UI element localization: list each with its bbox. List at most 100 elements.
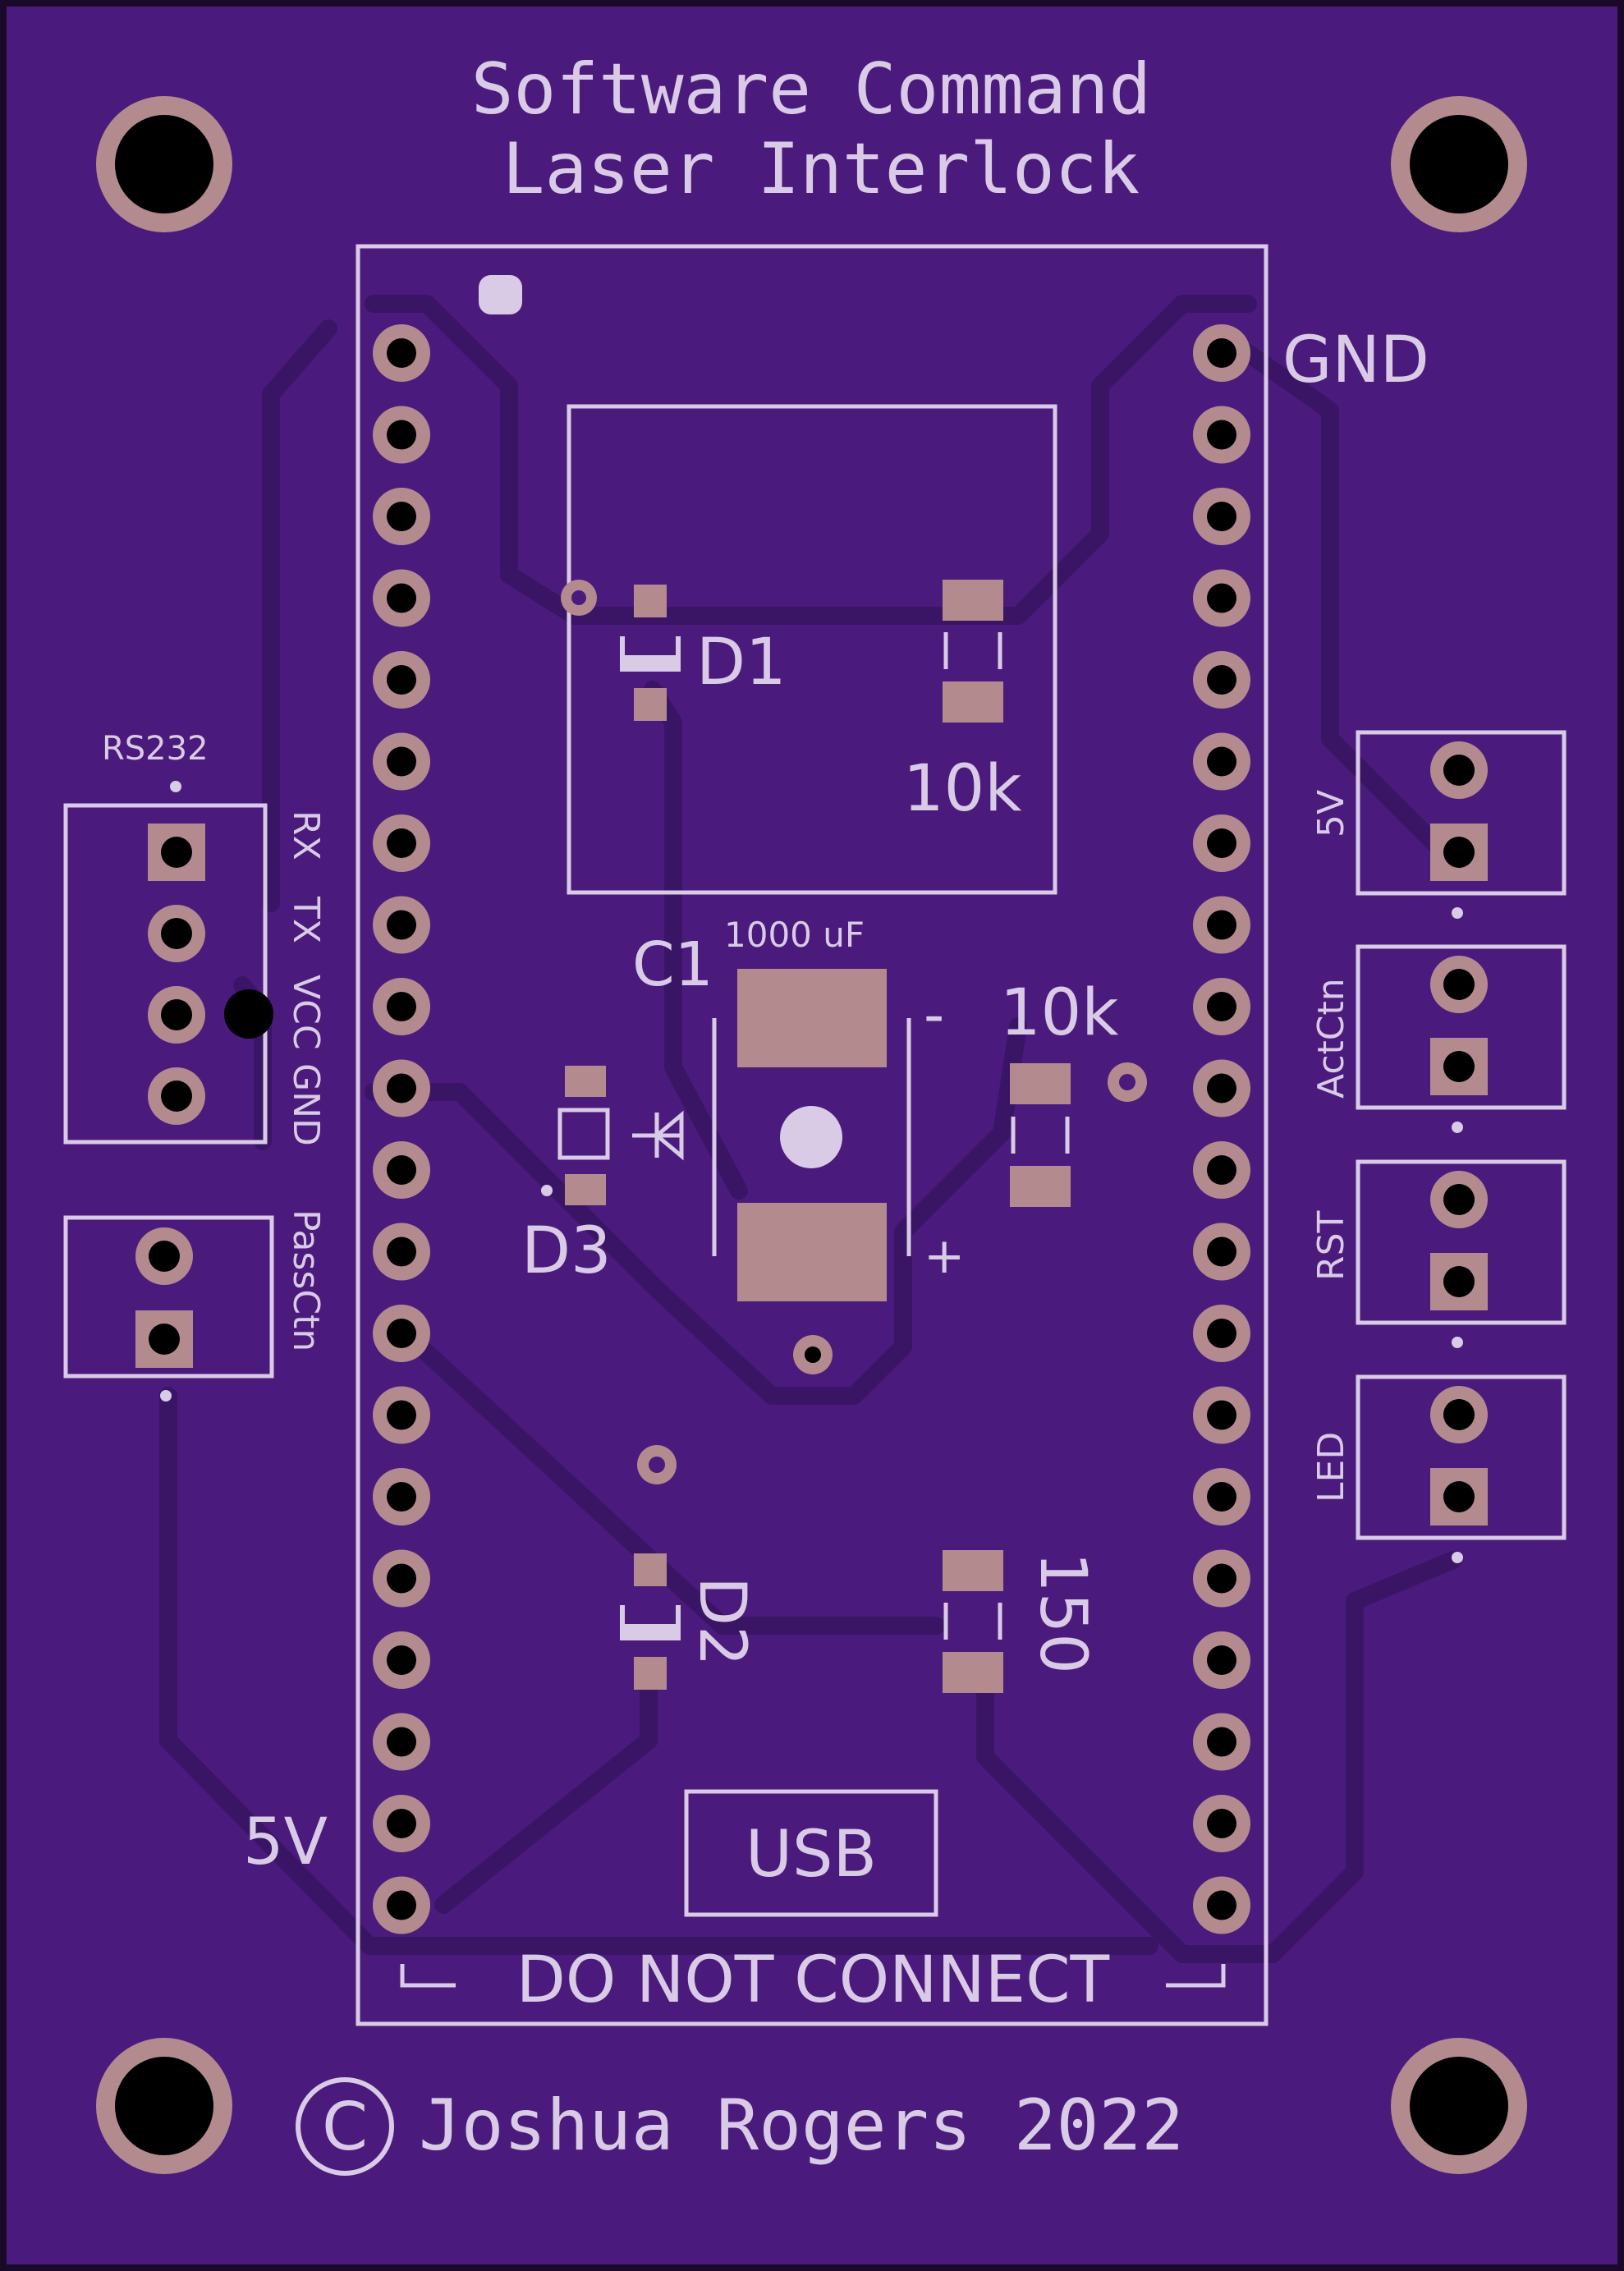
right-connector-rst [1356, 1159, 1567, 1348]
do-not-connect-label: DO NOT CONNECT [516, 1943, 1110, 2017]
right-connector-actctn [1356, 944, 1567, 1133]
header-pin-left-8 [373, 896, 430, 954]
header-pin-right-4 [1193, 569, 1250, 627]
header-pin-right-18 [1193, 1713, 1250, 1771]
d2-footprint [620, 1445, 681, 1690]
rs232-gnd-label: GND [285, 1063, 327, 1146]
right-header-pins [1193, 324, 1250, 1934]
r2-label: 10k [1000, 976, 1118, 1050]
rs232-rx-label: RX [285, 810, 327, 860]
right-connector-led [1356, 1374, 1567, 1563]
header-pin-right-16 [1193, 1549, 1250, 1608]
header-pin-left-16 [373, 1549, 430, 1608]
c1-footprint [712, 969, 911, 1374]
d3-label: D3 [521, 1214, 612, 1288]
header-pin-right-11 [1193, 1141, 1250, 1199]
right-connector-rst-label: RST [1310, 1210, 1352, 1281]
header-pin-right-14 [1193, 1386, 1250, 1444]
copyright-circle [296, 2077, 394, 2176]
five-v-label: 5V [243, 1805, 328, 1879]
r3-footprint [943, 1550, 1003, 1693]
header-pin-left-15 [373, 1468, 430, 1525]
usb-label: USB [745, 1818, 877, 1892]
header-pin-right-3 [1193, 488, 1250, 545]
header-pin-left-20 [373, 1876, 430, 1934]
rs232-vcc-label: VCC [285, 975, 327, 1050]
do-not-connect-bracket [400, 1964, 1226, 1988]
header-pin-right-6 [1193, 732, 1250, 791]
r2-footprint [1010, 1062, 1147, 1207]
header-pin-left-10 [373, 1059, 430, 1117]
rs232-tx-label: TX [285, 896, 327, 943]
rs232-pins [148, 824, 205, 1125]
header-pin-right-7 [1193, 814, 1250, 872]
header-pin-right-8 [1193, 896, 1250, 954]
gnd-label: GND [1282, 323, 1429, 397]
header-pin-right-9 [1193, 978, 1250, 1035]
header-pin-left-19 [373, 1795, 430, 1852]
header-pin-left-12 [373, 1223, 430, 1281]
header-pin-right-17 [1193, 1631, 1250, 1689]
mounting-hole-top-right [1391, 96, 1527, 232]
d1-label: D1 [696, 626, 787, 700]
c1-value-label: 1000 uF [724, 915, 865, 955]
header-pin-left-9 [373, 978, 430, 1035]
header-pin-left-2 [373, 406, 430, 464]
c1-plus-label: + [924, 1227, 965, 1285]
header-pin-right-12 [1193, 1223, 1250, 1281]
copyright-text: Joshua Rogers 2022 [419, 2085, 1184, 2167]
header-pin-right-15 [1193, 1468, 1250, 1525]
c1-label: C1 [632, 929, 713, 1000]
header-pin-right-13 [1193, 1305, 1250, 1362]
via-rs232 [224, 989, 273, 1039]
pass-connector-outline [63, 1215, 274, 1379]
rs232-pin1-dot [170, 781, 181, 792]
header-pin-left-5 [373, 651, 430, 709]
header-pin-right-19 [1193, 1795, 1250, 1852]
right-connector-5v-label: 5V [1310, 790, 1352, 837]
module-outline [356, 244, 1268, 2026]
right-connector-led-label: LED [1310, 1432, 1352, 1503]
mounting-hole-bottom-right [1391, 2038, 1527, 2174]
copyright-symbol: C [322, 2089, 368, 2165]
trace-layer [159, 295, 1462, 1963]
pass-pin1-dot [160, 1390, 172, 1402]
right-connector-actctn-label: ActCtn [1310, 978, 1352, 1099]
right-connector-5v [1356, 730, 1567, 919]
header-pin-left-14 [373, 1386, 430, 1444]
r1-label: 10k [903, 752, 1021, 826]
c1-minus-label: - [924, 981, 944, 1048]
r1-footprint [943, 580, 1003, 723]
header-pin-left-1 [373, 324, 430, 382]
header-pin-left-18 [373, 1713, 430, 1771]
header-pin-left-3 [373, 488, 430, 545]
pass-connector-pins [135, 1227, 193, 1368]
r3-label: 150 [1025, 1552, 1099, 1674]
d1-footprint [561, 580, 681, 721]
d3-footprint [541, 1066, 684, 1205]
header-pin-left-13 [373, 1305, 430, 1362]
header-pin-left-4 [373, 569, 430, 627]
header-pin-right-5 [1193, 651, 1250, 709]
rs232-pin-labels: RX TX VCC GND [285, 810, 327, 1146]
header-pin-left-17 [373, 1631, 430, 1689]
mounting-hole-top-left [96, 96, 232, 232]
pass-connector-label: PassCtn [285, 1209, 327, 1351]
mounting-hole-bottom-left [96, 2038, 232, 2174]
board-title-line1: Software Command [471, 48, 1151, 131]
rs232-label: RS232 [102, 730, 209, 768]
header-pin-left-6 [373, 732, 430, 791]
d2-label: D2 [685, 1576, 759, 1667]
header-pin-right-20 [1193, 1876, 1250, 1934]
header-pin-right-2 [1193, 406, 1250, 464]
header-pin-right-10 [1193, 1059, 1250, 1117]
pin1-marker [479, 275, 522, 314]
board-title-line2: Laser Interlock [502, 128, 1140, 210]
mounting-holes [96, 96, 1527, 2174]
rs232-connector-outline [63, 803, 268, 1145]
header-pin-right-1 [1193, 324, 1250, 382]
shield-can-outline [567, 404, 1057, 895]
usb-outline [684, 1789, 938, 1917]
left-header-pins [373, 324, 430, 1934]
